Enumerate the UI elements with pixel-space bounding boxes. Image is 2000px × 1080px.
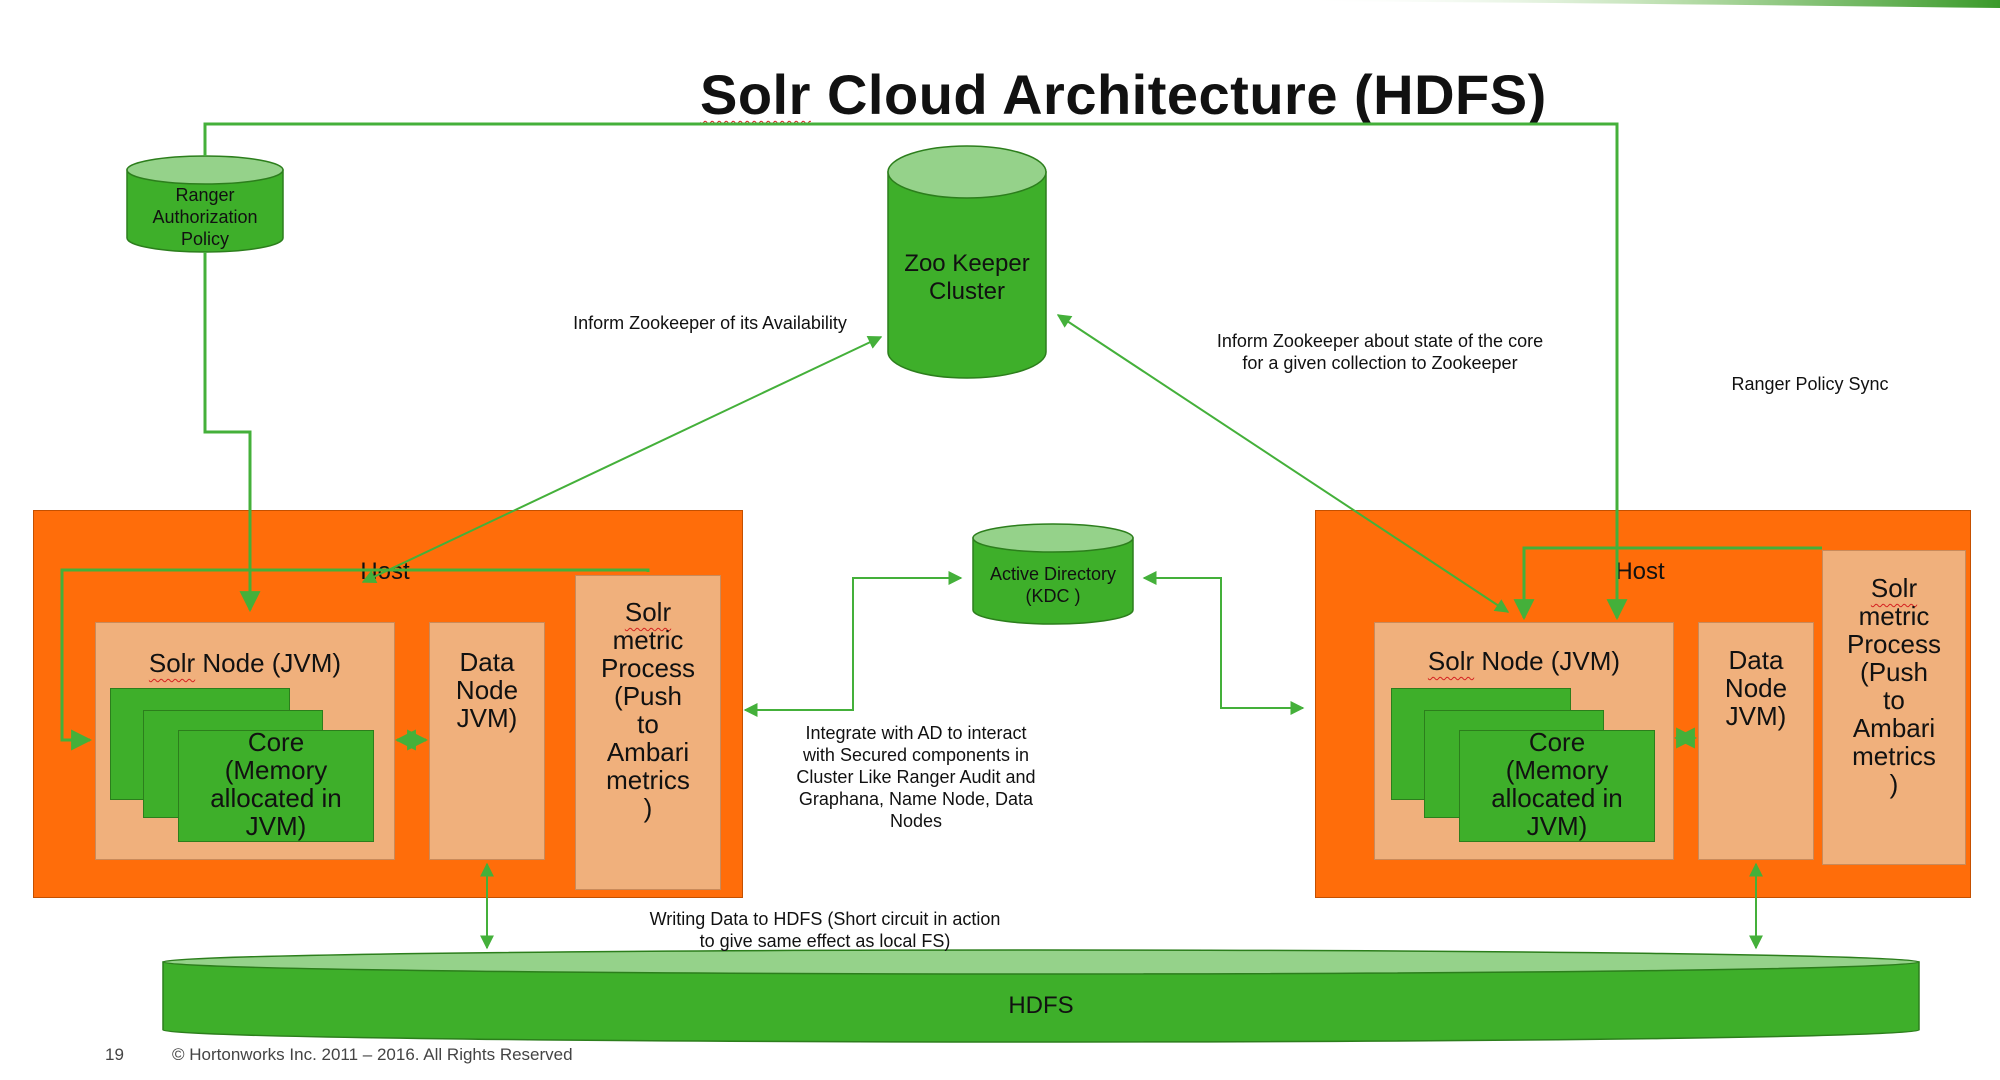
ranger-policy-line: Ranger — [175, 185, 235, 205]
copyright: © Hortonworks Inc. 2011 – 2016. All Righ… — [172, 1045, 573, 1064]
zookeeper-line: Zoo Keeper — [904, 250, 1030, 277]
ranger-sync-line — [203, 122, 1628, 621]
metric-right-line: ) — [1889, 769, 1899, 799]
page-number: 19 — [105, 1045, 124, 1064]
core-right — [1459, 730, 1655, 842]
annotation-inform-state: Inform Zookeeper about state of the core… — [1180, 330, 1580, 374]
metric-left-line: (Push — [614, 681, 682, 711]
ranger-policy-line: Policy — [180, 229, 229, 249]
hdfs-label: HDFS — [1008, 992, 1074, 1019]
metric-right-line: Solr — [1870, 573, 1918, 603]
annotation-inform-availability: Inform Zookeeper of its Availability — [573, 313, 847, 333]
top-accent-bar — [1300, 0, 2000, 8]
active-directory-line: (KDC ) — [1025, 586, 1081, 606]
data-node-left — [429, 622, 545, 860]
solr-node-right-rest: Node (JVM) — [1474, 646, 1621, 676]
title-word-solr: Solr — [700, 63, 811, 126]
core-left-text: Core (Memory allocated in JVM) — [178, 728, 374, 840]
metric-process-right — [1822, 550, 1966, 865]
annotation-ranger-sync: Ranger Policy Sync — [1731, 374, 1889, 394]
metric-left-line: metrics — [606, 765, 690, 795]
zookeeper-state-line — [1056, 314, 1510, 613]
annotation-integrate-ad-line: with Secured components in — [802, 745, 1030, 765]
ranger-to-solr-left-line — [203, 252, 261, 613]
solr-node-left-word: Solr — [148, 648, 196, 678]
data-node-right — [1698, 622, 1814, 860]
page-title: Solr Cloud Architecture (HDFS) — [700, 62, 1546, 127]
ranger-policy-line: Authorization — [152, 207, 258, 227]
annotation-integrate-ad-line: Nodes — [889, 811, 943, 831]
core-right-text: Core (Memory allocated in JVM) — [1459, 728, 1655, 840]
ad-right-link — [1142, 571, 1305, 715]
metric-process-right-text: Solr metric Process (Push to Ambari metr… — [1822, 574, 1966, 798]
metric-left-line: Ambari — [606, 737, 690, 767]
ad-left-link — [743, 571, 963, 717]
metric-right-line: Process — [1847, 629, 1941, 659]
metric-right-line: (Push — [1860, 657, 1928, 687]
metric-feedback-right-line — [1513, 546, 1822, 621]
annotation-writing-hdfs-line: to give same effect as local FS) — [699, 931, 951, 951]
annotation-integrate-ad: Integrate with AD to interact with Secur… — [770, 722, 1062, 832]
data-node-left-text: Data Node JVM) — [429, 648, 545, 732]
metric-process-left — [575, 575, 721, 890]
data-node-left-line: Data — [459, 647, 515, 677]
data-node-right-line: JVM) — [1725, 701, 1787, 731]
data-node-right-line: Data — [1728, 645, 1784, 675]
metric-left-line: Process — [601, 653, 695, 683]
active-directory-label: Active Directory (KDC ) — [973, 563, 1133, 607]
solr-node-left-rest: Node (JVM) — [195, 648, 342, 678]
data-node-right-line: Node — [1724, 673, 1788, 703]
data-node-left-line: Node — [455, 675, 519, 705]
metric-left-line: ) — [643, 793, 653, 823]
solr-node-right-title: Solr Node (JVM) — [1374, 646, 1674, 677]
zookeeper-cylinder — [887, 145, 1047, 379]
zookeeper-availability-line — [361, 336, 883, 583]
core-left-line: JVM) — [245, 811, 307, 841]
metric-left-line: to — [637, 709, 659, 739]
core-left-line: (Memory — [224, 755, 328, 785]
metric-process-left-text: Solr metric Process (Push to Ambari metr… — [575, 598, 721, 822]
metric-left-line: metric — [612, 625, 684, 655]
metric-right-line: metric — [1858, 601, 1930, 631]
zookeeper-line: Cluster — [928, 278, 1006, 305]
core-right-line: Core — [1528, 727, 1586, 757]
metric-left-line: Solr — [624, 597, 672, 627]
core-right-line: JVM) — [1526, 811, 1588, 841]
title-rest: Cloud Architecture (HDFS) — [810, 63, 1547, 126]
core-left-line: allocated in — [210, 783, 342, 813]
active-directory-line: Active Directory — [989, 564, 1117, 584]
core-right-line: (Memory — [1505, 755, 1609, 785]
host-right-label: Host — [1615, 558, 1665, 585]
ranger-policy-label: Ranger Authorization Policy — [127, 184, 283, 250]
ranger-policy-cylinder — [126, 155, 284, 253]
solr-node-left-title: Solr Node (JVM) — [95, 648, 395, 679]
zookeeper-label: Zoo Keeper Cluster — [888, 250, 1046, 306]
annotation-writing-hdfs: Writing Data to HDFS (Short circuit in a… — [620, 908, 1030, 952]
metric-right-line: Ambari — [1852, 713, 1936, 743]
metric-right-line: metrics — [1852, 741, 1936, 771]
core-right-line: allocated in — [1491, 783, 1623, 813]
annotation-inform-state-line: Inform Zookeeper about state of the core — [1216, 331, 1544, 351]
metric-right-line: to — [1883, 685, 1905, 715]
metric-feedback-left-line — [60, 568, 650, 751]
data-node-left-line: JVM) — [456, 703, 518, 733]
annotation-integrate-ad-line: Cluster Like Ranger Audit and — [796, 767, 1036, 787]
core-left-line: Core — [247, 727, 305, 757]
annotation-inform-state-line: for a given collection to Zookeeper — [1242, 353, 1518, 373]
data-node-right-text: Data Node JVM) — [1698, 646, 1814, 730]
annotation-integrate-ad-line: Graphana, Name Node, Data — [798, 789, 1034, 809]
core-left — [178, 730, 374, 842]
annotation-integrate-ad-line: Integrate with AD to interact — [805, 723, 1027, 743]
annotation-writing-hdfs-line: Writing Data to HDFS (Short circuit in a… — [649, 909, 1001, 929]
solr-node-right-word: Solr — [1427, 646, 1475, 676]
hdfs-cylinder — [162, 949, 1920, 1043]
